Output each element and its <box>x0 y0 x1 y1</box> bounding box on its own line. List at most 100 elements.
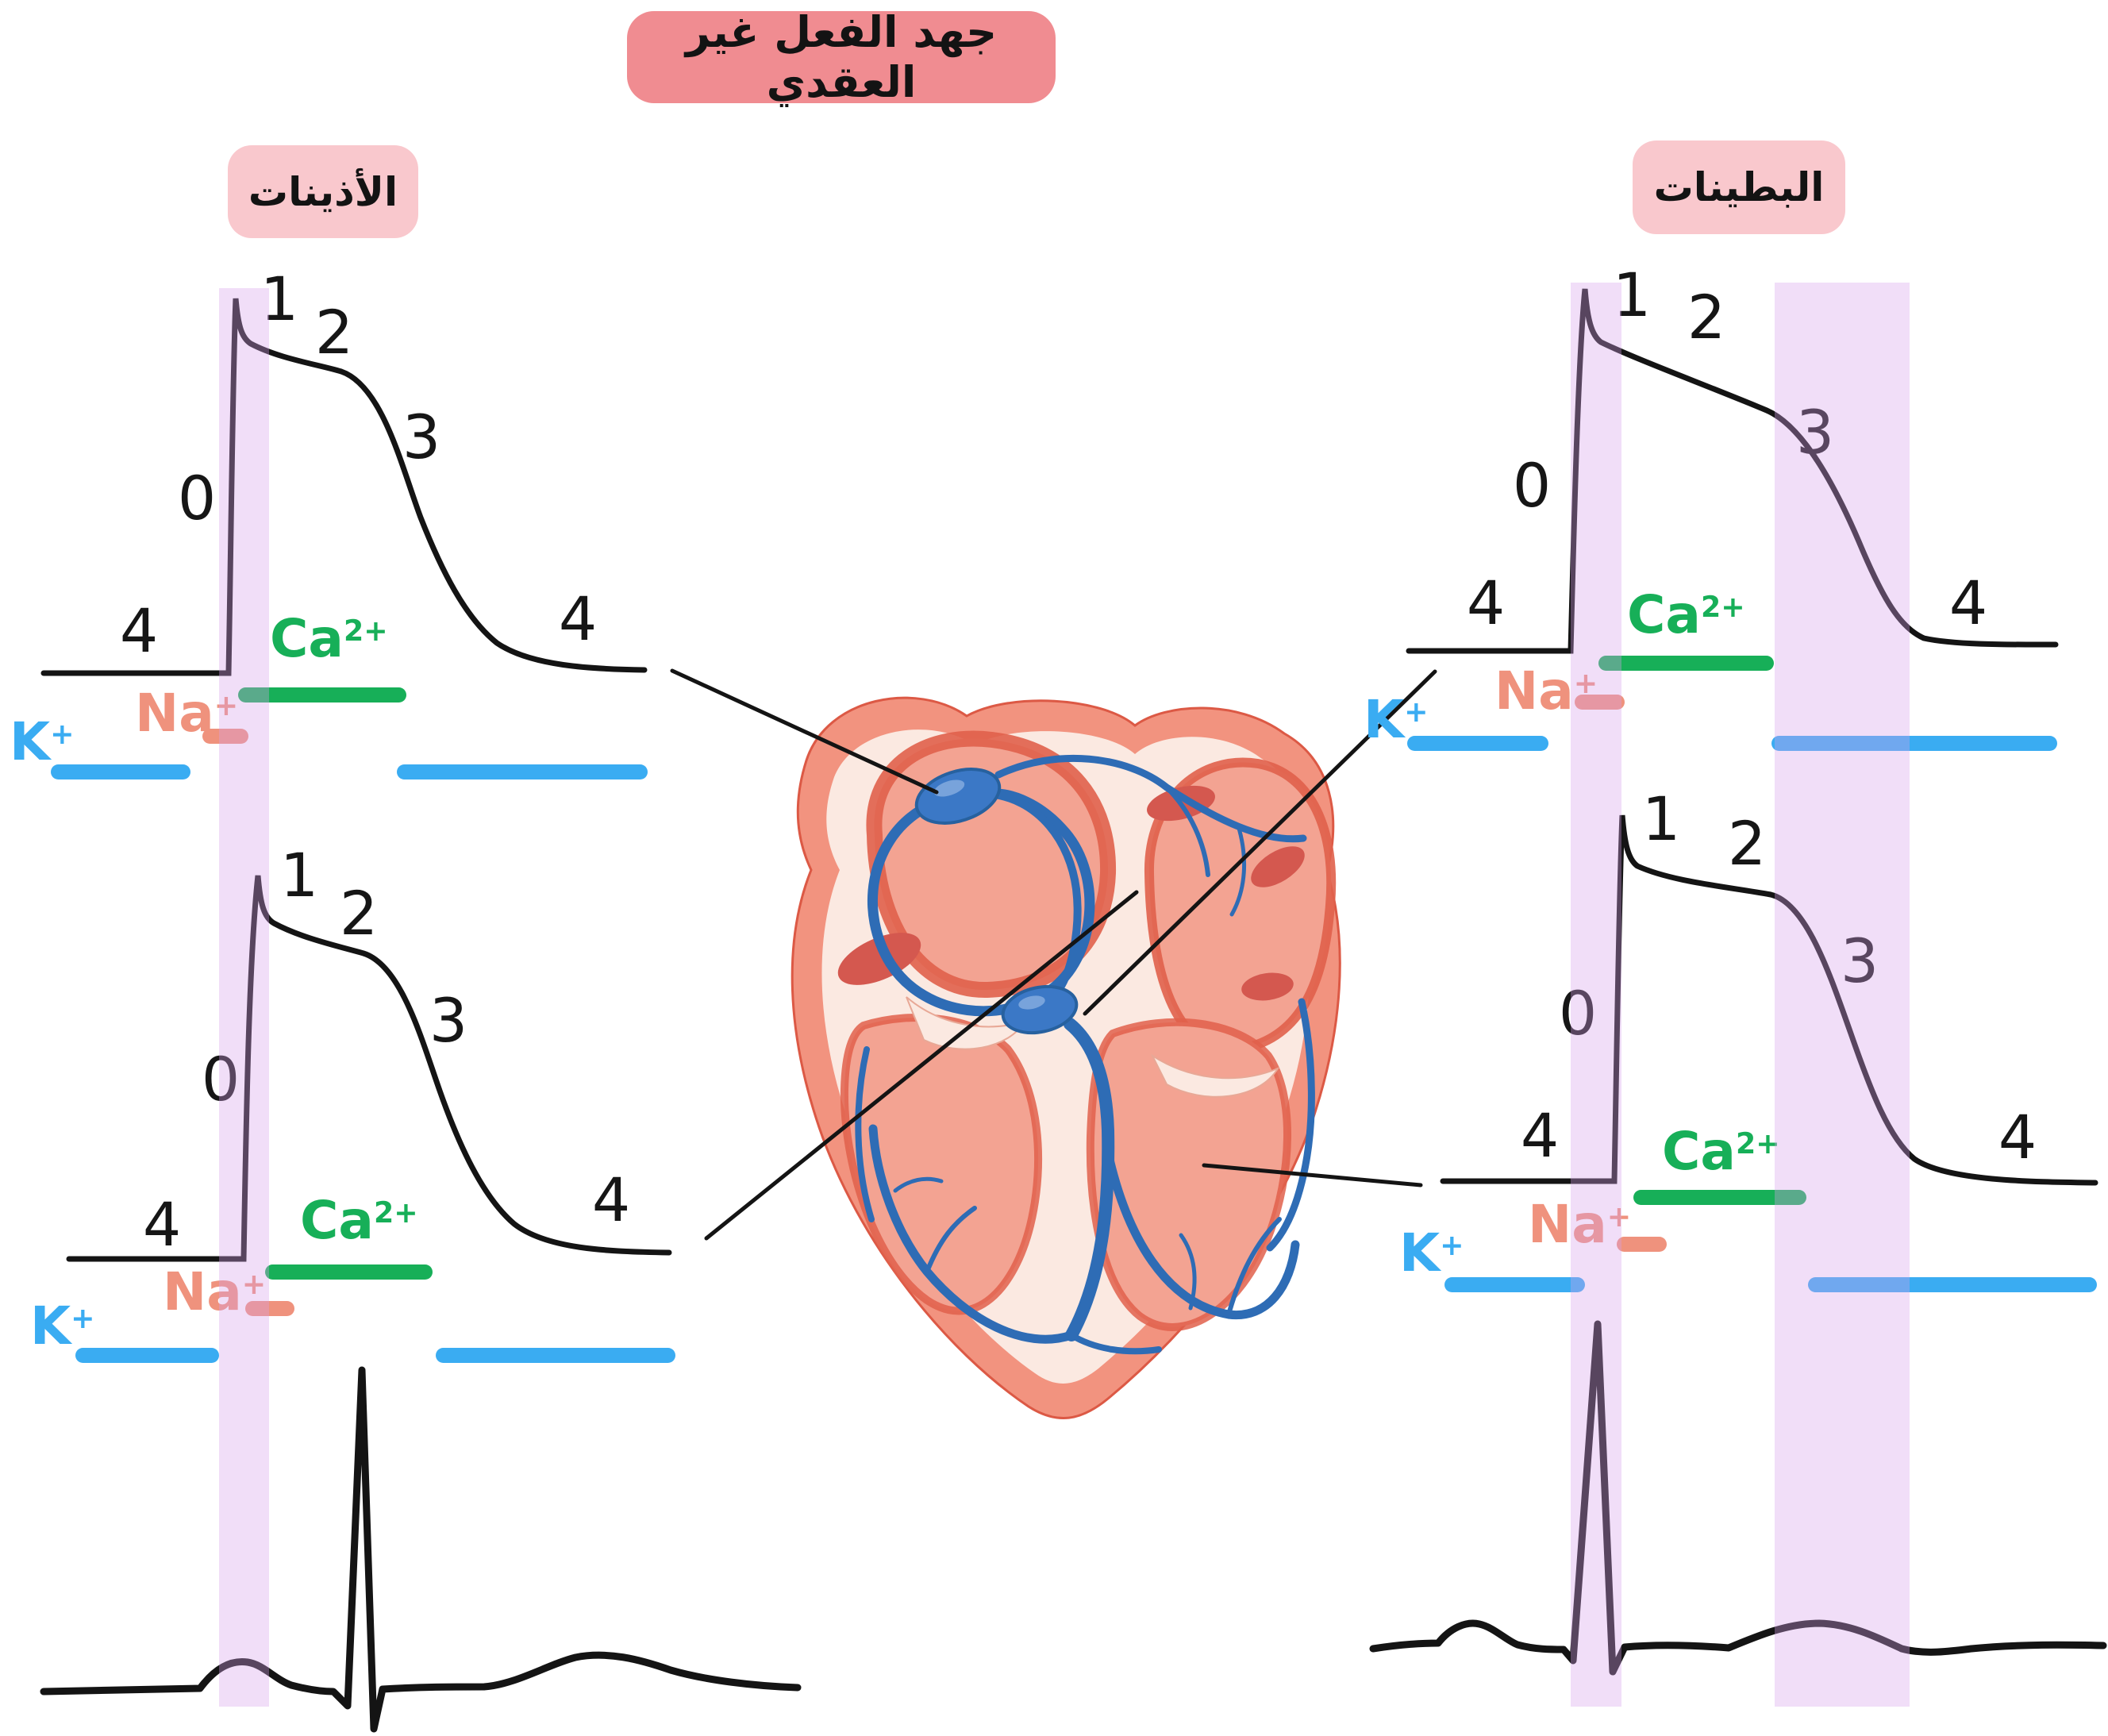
ventricles-ap2-phase-2: 2 <box>1727 808 1767 879</box>
na-charge: + <box>1606 1199 1632 1234</box>
atria-ap2-ca-bar <box>265 1264 433 1280</box>
ventricles-ap2-curve <box>1440 814 2098 1186</box>
myocardium-accent <box>1251 846 1305 887</box>
atria-ap2-k-bar-rest <box>75 1348 219 1363</box>
ventricles-ap2-phase-0: 0 <box>1558 978 1598 1049</box>
pointer-line-septum-to-ventricles-ap1 <box>1083 669 1437 1016</box>
k-symbol: K <box>10 711 51 772</box>
ventricles-ap1-k-bar-repolarization <box>1771 736 2057 751</box>
k-charge: + <box>1404 695 1429 729</box>
myocardium-accent <box>1241 972 1294 1001</box>
sa-node <box>914 768 1002 825</box>
ca-symbol: Ca <box>1662 1121 1736 1182</box>
ventricles-ap2-ca-bar <box>1633 1190 1806 1205</box>
na-symbol: Na <box>163 1261 242 1322</box>
pointer-line-atria-ap2-to-atrium <box>704 890 1139 1241</box>
ca-charge: 2+ <box>1700 590 1745 625</box>
atria-ap2-k-bar-repolarization <box>436 1348 675 1363</box>
atria-ap2-phase-0: 0 <box>201 1044 240 1114</box>
atria-ap1-k-label: K+ <box>10 716 75 768</box>
ventricles-ap1-phase-2: 2 <box>1687 282 1726 352</box>
ventricles-ap1-curve <box>1406 288 2059 654</box>
atrial-branch-twig <box>1229 823 1246 917</box>
av-node-highlight <box>1018 995 1045 1010</box>
k-symbol: K <box>1364 689 1405 750</box>
ventricles-ap2-k-label: K+ <box>1399 1227 1464 1280</box>
ventricles-ap1-k-bar-rest <box>1407 736 1548 751</box>
ventricles-ap2-phase-1: 1 <box>1641 783 1681 854</box>
atria-ap1-phase-1: 1 <box>260 264 299 334</box>
ca-charge: 2+ <box>343 614 388 649</box>
atria-ap2-phase-1: 1 <box>279 840 319 910</box>
ventricles-ap1-na-label: Na+ <box>1494 665 1598 718</box>
atria-ecg-trace <box>40 1366 802 1733</box>
k-charge: + <box>71 1301 95 1336</box>
ventricles-ap1-ca-bar <box>1598 656 1774 671</box>
atria-ap1-phase-4-left: 4 <box>119 595 159 666</box>
atria-ap1-na-bar <box>202 729 248 744</box>
ventricles-ap1-phase-0: 0 <box>1512 450 1552 521</box>
ventricles-ap2-phase-4-left: 4 <box>1520 1100 1560 1171</box>
atria-ap2-phase-4-right: 4 <box>591 1164 631 1235</box>
atria-ap1-curve <box>40 298 648 676</box>
ventricles-ap1-phase-3: 3 <box>1795 397 1835 468</box>
atria-ap2-phase-2: 2 <box>339 878 379 949</box>
ventricles-ap2-k-bar-repolarization <box>1808 1277 2097 1292</box>
atria-ap2-k-label: K+ <box>30 1300 95 1353</box>
ventricles-ap2-na-bar <box>1617 1237 1667 1252</box>
ventricles-ap2-ca-label: Ca2+ <box>1662 1126 1780 1178</box>
atria-ap1-ca-label: Ca2+ <box>270 613 388 665</box>
k-symbol: K <box>1399 1222 1441 1284</box>
ca-charge: 2+ <box>373 1195 418 1230</box>
na-symbol: Na <box>1494 660 1574 722</box>
ca-charge: 2+ <box>1735 1126 1780 1161</box>
ventricles-ap1-phase-1: 1 <box>1612 260 1652 330</box>
right-wall-purkinje <box>1266 998 1315 1252</box>
atria-ap2-curve <box>66 875 672 1262</box>
atrial-branch-twig <box>1164 785 1210 877</box>
na-charge: + <box>241 1267 267 1302</box>
atria-ap2-phase-3: 3 <box>429 985 468 1056</box>
ventricles-ecg-trace <box>1369 1320 2107 1676</box>
av-node <box>1001 984 1079 1035</box>
ventricles-ap2-phase-3: 3 <box>1840 926 1879 996</box>
atria-ap1-na-label: Na+ <box>135 687 238 740</box>
purkinje-twig <box>925 1206 977 1274</box>
left-wall-purkinje <box>855 1046 875 1222</box>
atria-ap1-phase-0: 0 <box>177 463 217 533</box>
atria-ap1-ca-bar <box>238 687 406 702</box>
na-charge: + <box>1573 666 1598 701</box>
section-label-ventricles: البطينات <box>1633 140 1845 234</box>
pointer-line-atria-ap1-to-sa-node <box>670 668 939 795</box>
ca-symbol: Ca <box>270 608 344 669</box>
purkinje-twig <box>1179 1233 1197 1311</box>
myocardium-accent <box>837 933 921 985</box>
ca-symbol: Ca <box>1627 584 1701 645</box>
right-bundle-branch <box>1103 1148 1300 1320</box>
sa-node-highlight <box>933 779 965 797</box>
atria-ap1-k-bar-repolarization <box>397 764 648 779</box>
his-bundle <box>1064 1018 1115 1341</box>
na-symbol: Na <box>135 683 214 744</box>
ventricles-ap1-ca-label: Ca2+ <box>1627 589 1745 641</box>
ventricles-ap2-phase-4-right: 4 <box>1998 1102 2037 1172</box>
atria-ap2-phase-4-left: 4 <box>142 1189 182 1260</box>
ventricles-ap2-k-bar-rest <box>1444 1277 1585 1292</box>
k-symbol: K <box>30 1295 71 1357</box>
left-ventricle-chamber <box>840 1014 1043 1315</box>
tricuspid-valve-leaflet <box>1150 1053 1280 1098</box>
ventricles-ap1-phase-4-right: 4 <box>1948 568 1988 638</box>
na-charge: + <box>213 688 239 723</box>
atria-ap2-na-label: Na+ <box>163 1266 266 1318</box>
atria-ap1-phase-4-right: 4 <box>558 583 598 654</box>
atria-ap2-ca-label: Ca2+ <box>300 1195 418 1247</box>
purkinje-twig <box>893 1176 944 1193</box>
ca-symbol: Ca <box>300 1190 374 1251</box>
heart-illustration <box>790 696 1341 1419</box>
k-charge: + <box>50 717 75 752</box>
ventricles-ap1-na-bar <box>1575 695 1625 710</box>
atria-ap2-na-bar <box>245 1301 294 1316</box>
internodal-tract <box>987 790 1082 998</box>
